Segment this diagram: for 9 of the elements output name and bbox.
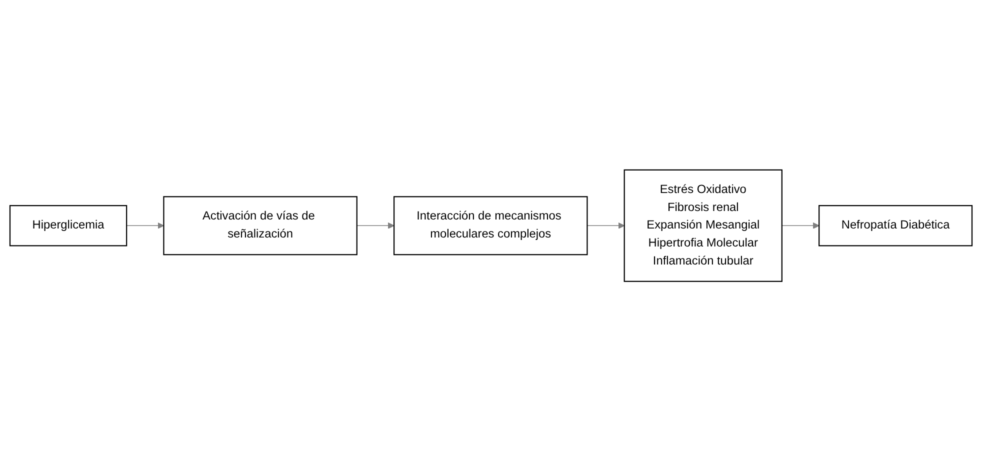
arrow bbox=[782, 222, 820, 230]
arrow bbox=[586, 222, 625, 230]
arrow bbox=[356, 222, 394, 230]
node-box: Nefropatía Diabética bbox=[818, 205, 973, 247]
node-box: Estrés Oxidativo Fibrosis renal Expansión Mesangial Hipertrofia Molecular Inflamación tubular bbox=[624, 170, 782, 282]
node-box: Hiperglicemia bbox=[9, 205, 128, 247]
arrow bbox=[126, 222, 164, 230]
node-box: Activación de vías de señalización bbox=[163, 196, 358, 256]
node-box: Interacción de mecanismos moleculares complejos bbox=[393, 196, 588, 256]
